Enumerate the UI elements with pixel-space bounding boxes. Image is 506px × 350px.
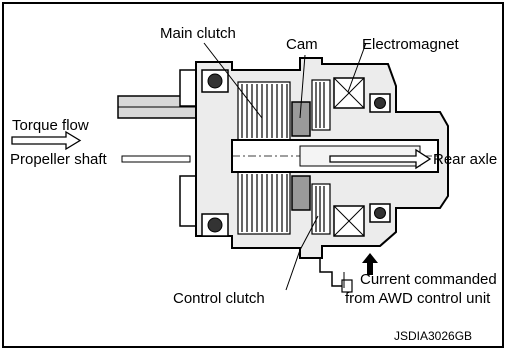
label-current-line1: Current commanded [360,271,497,288]
label-main-clutch: Main clutch [160,25,236,42]
leader-cam [299,54,306,119]
label-current-line2: from AWD control unit [345,290,491,307]
connector [319,258,344,287]
label-cam: Cam [286,36,318,53]
leader-lines [203,42,367,291]
label-rear-axle: Rear axle [433,151,498,168]
label-electromagnet: Electromagnet [362,36,459,53]
control-clutch-plates [311,79,331,235]
label-propeller-shaft: Propeller shaft [10,151,107,168]
label-control-clutch: Control clutch [173,290,265,307]
torque-flow-arrow [11,130,82,151]
main-clutch-plates-upper [237,81,291,141]
leader-main-clutch [203,42,263,119]
label-torque-flow: Torque flow [12,117,89,134]
rear-axle-arrow [329,148,432,170]
leader-control-clutch [285,215,319,291]
current-commanded-arrow [362,253,378,275]
figure-id: JSDIA3026GB [394,329,473,343]
leader-electromagnet [347,42,367,93]
main-clutch-plates-lower [237,171,291,235]
propeller-shaft-pointer [121,155,191,163]
